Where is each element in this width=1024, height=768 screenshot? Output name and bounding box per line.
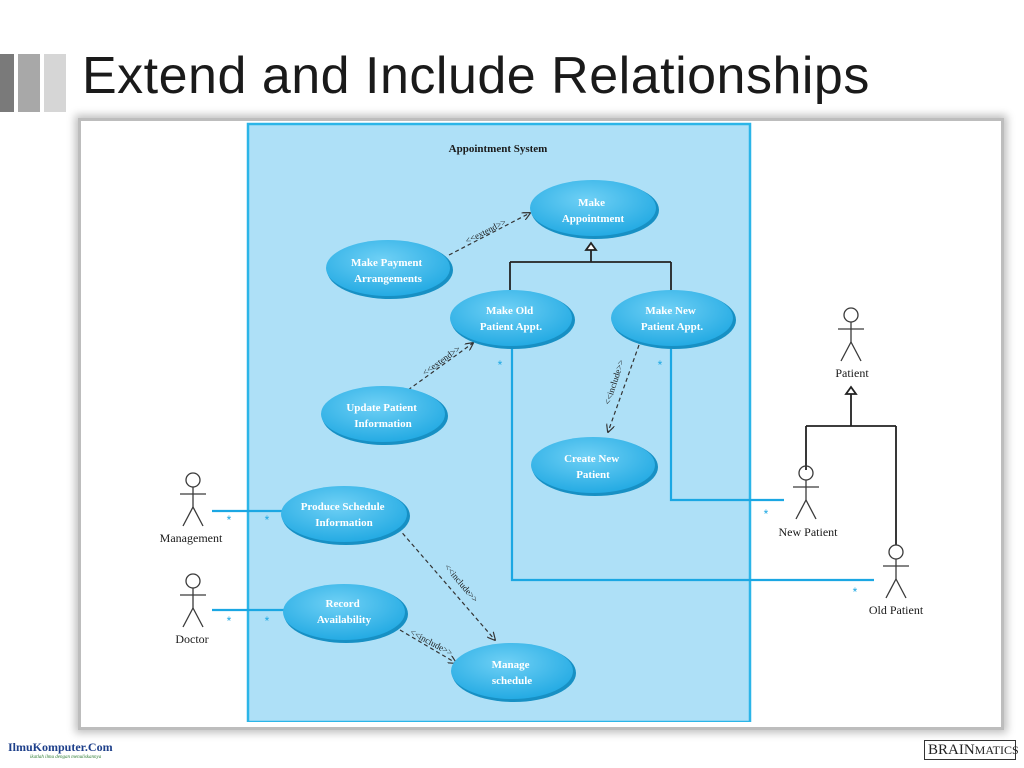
multiplicity-record: * [265,614,270,628]
svg-text:Make New Patient Appt.: Make New Patient Appt. [641,305,704,333]
use-case-create-new-patient: Create New Patient [531,437,658,496]
brainmatics-logo-part1: BRAIN [928,742,975,758]
system-name: Appointment System [449,143,548,155]
use-case-make-appointment: Make Appointment [530,180,659,239]
use-case-make-new-appt: Make New Patient Appt. [611,290,736,349]
generalization-appointment [509,241,672,292]
ilmukomputer-tagline: ikatlah ilmu dengan menuliskannya [30,755,102,760]
actor-management [180,472,206,527]
make-appointment-line2: Appointment [562,213,625,225]
svg-text:Update Patient Informati: Update Patient Information [346,402,419,430]
brainmatics-logo-part2: MATICS [974,743,1019,757]
svg-text:Make Payment Arrangement: Make Payment Arrangements [351,257,425,285]
include-create [608,344,640,432]
produce-schedule-line1: Produce Schedule [301,501,385,513]
svg-text:Make Old Patient Appt.: Make Old Patient Appt. [480,305,543,333]
multiplicity-management: * [227,513,232,527]
use-case-produce-schedule: Produce Schedule Information [281,486,410,545]
associations [212,346,874,612]
dependencies [397,213,640,663]
update-patient-line2: Information [354,418,411,430]
make-payment-line1: Make Payment [351,257,423,269]
ilmukomputer-logo: IlmuKomputer.Com ikatlah ilmu dengan men… [8,738,113,760]
multiplicity-new-appt: * [658,358,663,372]
title-accent-bar-light [44,54,66,112]
actor-patient [838,307,864,362]
multiplicity-doctor: * [227,614,232,628]
use-case-record-availability: Record Availability [283,584,408,643]
use-case-manage-schedule: Manage schedule [451,643,576,702]
multiplicity-new-patient: * [764,507,769,521]
actor-new-patient-label: New Patient [779,525,839,539]
use-case-update-patient: Update Patient Information [321,386,448,445]
title-accent-bar-mid [18,54,40,112]
update-patient-line1: Update Patient [346,402,417,414]
actor-new-patient [793,465,819,520]
generalization-patient [805,385,897,545]
include-produce-manage [397,527,495,640]
record-availability-line2: Availability [317,614,372,626]
actor-patient-label: Patient [835,366,869,380]
svg-text:Produce Schedule Informa: Produce Schedule Information [301,501,388,529]
assoc-new-patient [669,346,784,502]
use-case-diagram: Appointment System <<extend>> <<extend>>… [160,122,924,722]
include-record-manage [399,629,456,663]
manage-schedule-line2: schedule [492,675,532,687]
svg-text:Record Availability: Record Availability [317,598,372,626]
multiplicity-old-appt: * [498,358,503,372]
title-accent-bar-dark [0,54,14,112]
actor-doctor [180,573,206,628]
brainmatics-logo: BRAINMATICS [924,740,1019,760]
use-case-make-old-appt: Make Old Patient Appt. [450,290,575,349]
make-appointment-line1: Make [578,197,605,209]
make-new-line1: Make New [645,305,695,317]
svg-text:Make Appointment: Make Appointment [562,197,625,225]
actor-old-patient [883,544,909,599]
make-old-line2: Patient Appt. [480,321,543,333]
use-case-make-payment: Make Payment Arrangements [326,240,453,299]
make-old-line1: Make Old [486,305,533,317]
multiplicity-old-patient: * [853,585,858,599]
manage-schedule-line1: Manage [492,659,530,671]
extend-update [407,343,473,391]
assoc-old-patient [510,346,874,582]
actor-management-label: Management [160,531,223,545]
create-new-line2: Patient [576,469,610,481]
slide-title: Extend and Include Relationships [82,47,870,105]
produce-schedule-line2: Information [315,517,372,529]
record-availability-line1: Record [326,598,360,610]
make-new-line2: Patient Appt. [641,321,704,333]
ilmukomputer-logo-text: IlmuKomputer.Com [8,740,113,754]
svg-text:Create New Patient: Create New Patient [564,453,622,481]
extend-payment [448,213,530,256]
actor-old-patient-label: Old Patient [869,603,924,617]
make-payment-line2: Arrangements [354,273,423,285]
create-new-line1: Create New [564,453,619,465]
multiplicity-produce: * [265,513,270,527]
svg-text:Manage schedule: Manage schedule [492,659,533,687]
actor-doctor-label: Doctor [175,632,208,646]
